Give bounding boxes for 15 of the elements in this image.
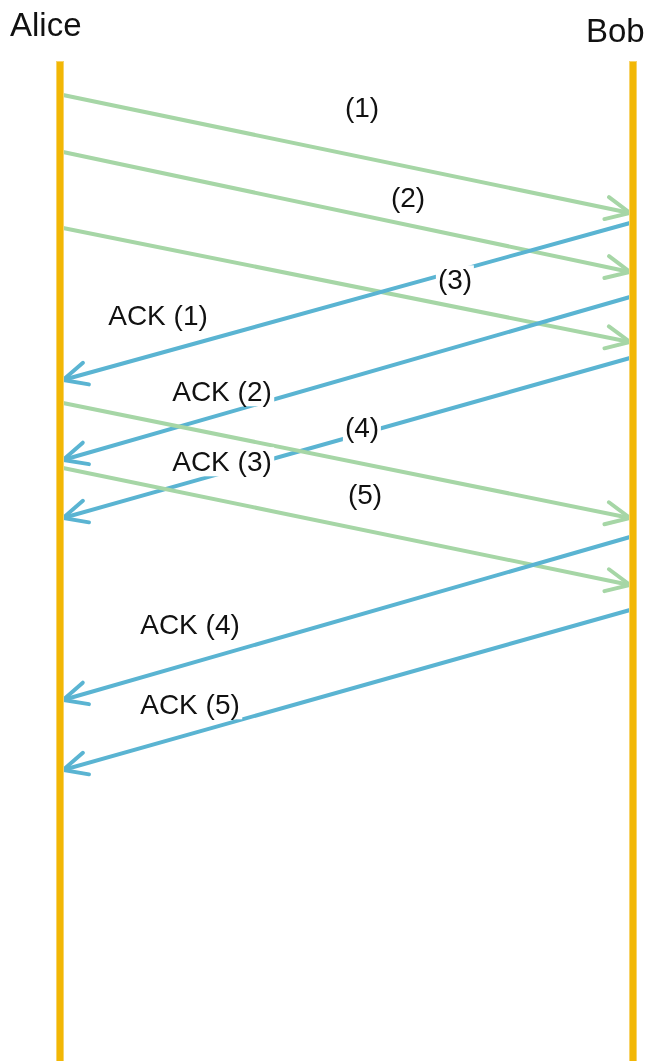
edge-label: ACK (3) — [170, 447, 274, 477]
message-arrow — [61, 608, 632, 777]
lifeline — [57, 62, 63, 1061]
message-arrow — [61, 535, 632, 707]
message-arrow — [61, 295, 632, 467]
message-arrow — [61, 221, 632, 387]
participant-name: Alice — [10, 8, 82, 41]
edge-label: (3) — [435, 265, 475, 295]
message-arrow — [61, 150, 632, 280]
message-arrow — [61, 226, 632, 351]
message-arrow — [61, 401, 632, 527]
message-arrow — [61, 466, 632, 594]
participant-name: Bob — [586, 14, 645, 47]
lifeline — [630, 62, 636, 1061]
message-arrow — [61, 93, 632, 222]
